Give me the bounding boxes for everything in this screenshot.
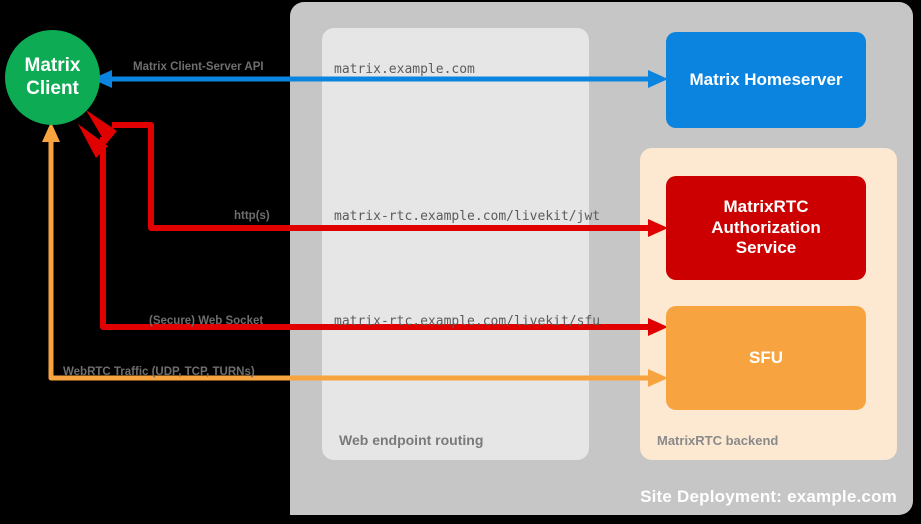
node-matrixrtc-authorization-service-label: MatrixRTC Authorization Service [711,197,821,259]
connector-label-https: http(s) [234,210,270,222]
node-matrix-client-line1: Matrix [24,55,81,77]
node-matrix-homeserver[interactable]: Matrix Homeserver [666,32,866,128]
auth-line1: MatrixRTC [723,196,809,216]
endpoint-url-matrix: matrix.example.com [334,62,475,77]
node-matrix-client[interactable]: Matrix Client [5,30,100,125]
node-sfu-label: SFU [749,347,783,367]
node-matrixrtc-authorization-service[interactable]: MatrixRTC Authorization Service [666,176,866,280]
node-matrix-client-line2: Client [26,77,79,99]
auth-line3: Service [735,238,797,258]
web-endpoint-routing-container: Web endpoint routing [322,28,589,460]
web-endpoint-routing-label: Web endpoint routing [339,432,484,448]
connector-label-secure-web-socket: (Secure) Web Socket [149,315,264,327]
auth-line2: Authorization [711,217,821,237]
connector-label-matrix-client-server-api: Matrix Client-Server API [133,61,264,73]
node-sfu[interactable]: SFU [666,306,866,410]
node-matrix-homeserver-label: Matrix Homeserver [689,69,843,89]
endpoint-url-livekit-sfu: matrix-rtc.example.com/livekit/sfu [334,314,601,329]
endpoint-url-livekit-jwt: matrix-rtc.example.com/livekit/jwt [334,209,601,224]
connector-label-webrtc-traffic: WebRTC Traffic (UDP, TCP, TURNs) [63,366,255,378]
site-deployment-label: Site Deployment: example.com [640,487,897,506]
matrixrtc-backend-label: MatrixRTC backend [657,433,779,448]
